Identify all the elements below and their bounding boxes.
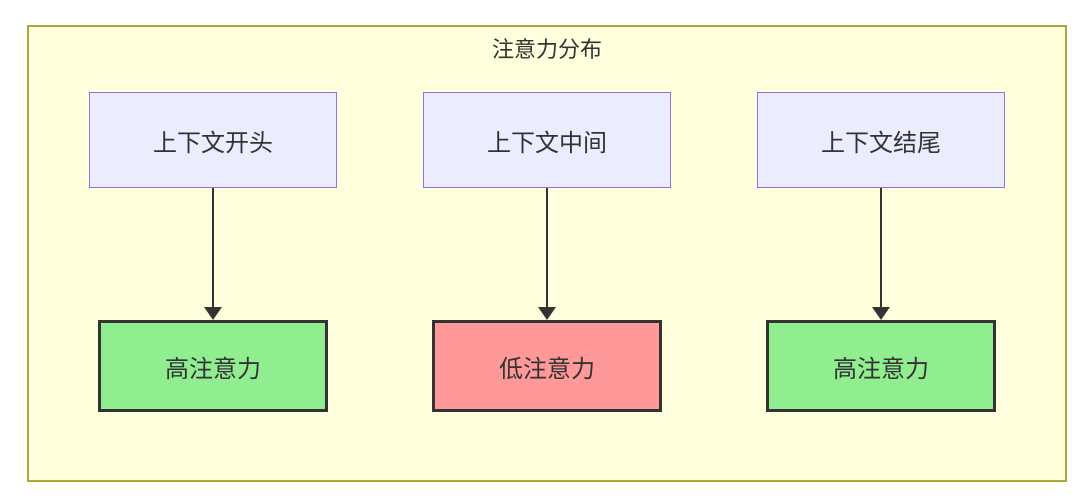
high-attention-node-end: 高注意力 — [766, 320, 996, 412]
high-attention-label: 高注意力 — [165, 355, 261, 383]
context-middle-node: 上下文中间 — [423, 92, 671, 188]
arrow-line — [880, 188, 882, 309]
arrow-start-to-attention — [89, 188, 337, 320]
low-attention-node-middle: 低注意力 — [432, 320, 662, 412]
arrowhead-down-icon — [872, 307, 890, 320]
arrow-end-to-attention — [757, 188, 1005, 320]
flow-column-middle: 上下文中间 低注意力 — [423, 92, 671, 412]
context-middle-label: 上下文中间 — [487, 129, 607, 157]
arrowhead-down-icon — [204, 307, 222, 320]
context-end-label: 上下文结尾 — [821, 129, 941, 157]
diagram-title: 注意力分布 — [491, 37, 602, 62]
flow-column-end: 上下文结尾 高注意力 — [757, 92, 1005, 412]
attention-distribution-diagram: 注意力分布 上下文开头 高注意力 上下文中间 低注意力 上下文结尾 — [27, 25, 1067, 482]
high-attention-label: 高注意力 — [833, 355, 929, 383]
high-attention-node-start: 高注意力 — [98, 320, 328, 412]
low-attention-label: 低注意力 — [499, 355, 595, 383]
arrow-line — [546, 188, 548, 309]
context-start-label: 上下文开头 — [153, 129, 273, 157]
context-start-node: 上下文开头 — [89, 92, 337, 188]
flow-column-start: 上下文开头 高注意力 — [89, 92, 337, 412]
arrow-line — [212, 188, 214, 309]
arrowhead-down-icon — [538, 307, 556, 320]
context-end-node: 上下文结尾 — [757, 92, 1005, 188]
arrow-middle-to-attention — [423, 188, 671, 320]
